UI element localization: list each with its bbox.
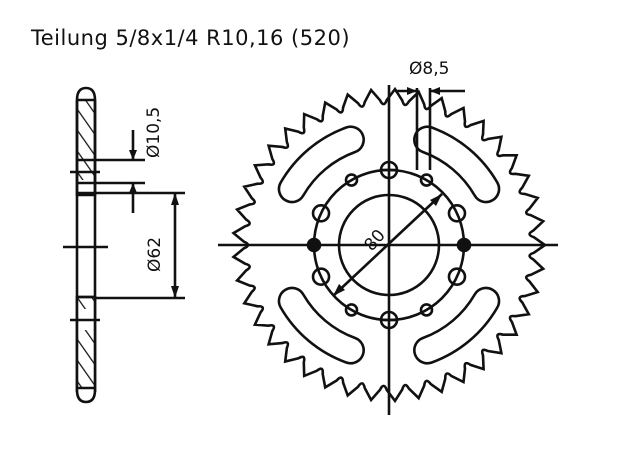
bolt-hole-dimension: Ø8,5 bbox=[409, 59, 449, 79]
hub-dimension: Ø62 bbox=[145, 237, 165, 272]
bolt-circle-dimension: 80 bbox=[361, 226, 390, 255]
drawing-title: Teilung 5/8x1/4 R10,16 (520) bbox=[31, 26, 351, 50]
small-hole bbox=[419, 173, 434, 187]
side-view bbox=[63, 86, 185, 404]
small-hole bbox=[419, 303, 434, 317]
small-hole bbox=[344, 173, 359, 187]
lightening-slot bbox=[277, 125, 365, 204]
lightening-slot bbox=[413, 286, 501, 365]
rivet-hole bbox=[447, 204, 467, 223]
rivet-hole-dimension: Ø10,5 bbox=[144, 107, 164, 158]
rivet-hole bbox=[447, 267, 467, 286]
front-view bbox=[218, 85, 558, 415]
rivet-hole bbox=[311, 204, 331, 223]
rivet-hole bbox=[311, 267, 331, 286]
small-hole bbox=[344, 303, 359, 317]
lightening-slot bbox=[277, 286, 365, 365]
lightening-slot bbox=[413, 125, 501, 204]
